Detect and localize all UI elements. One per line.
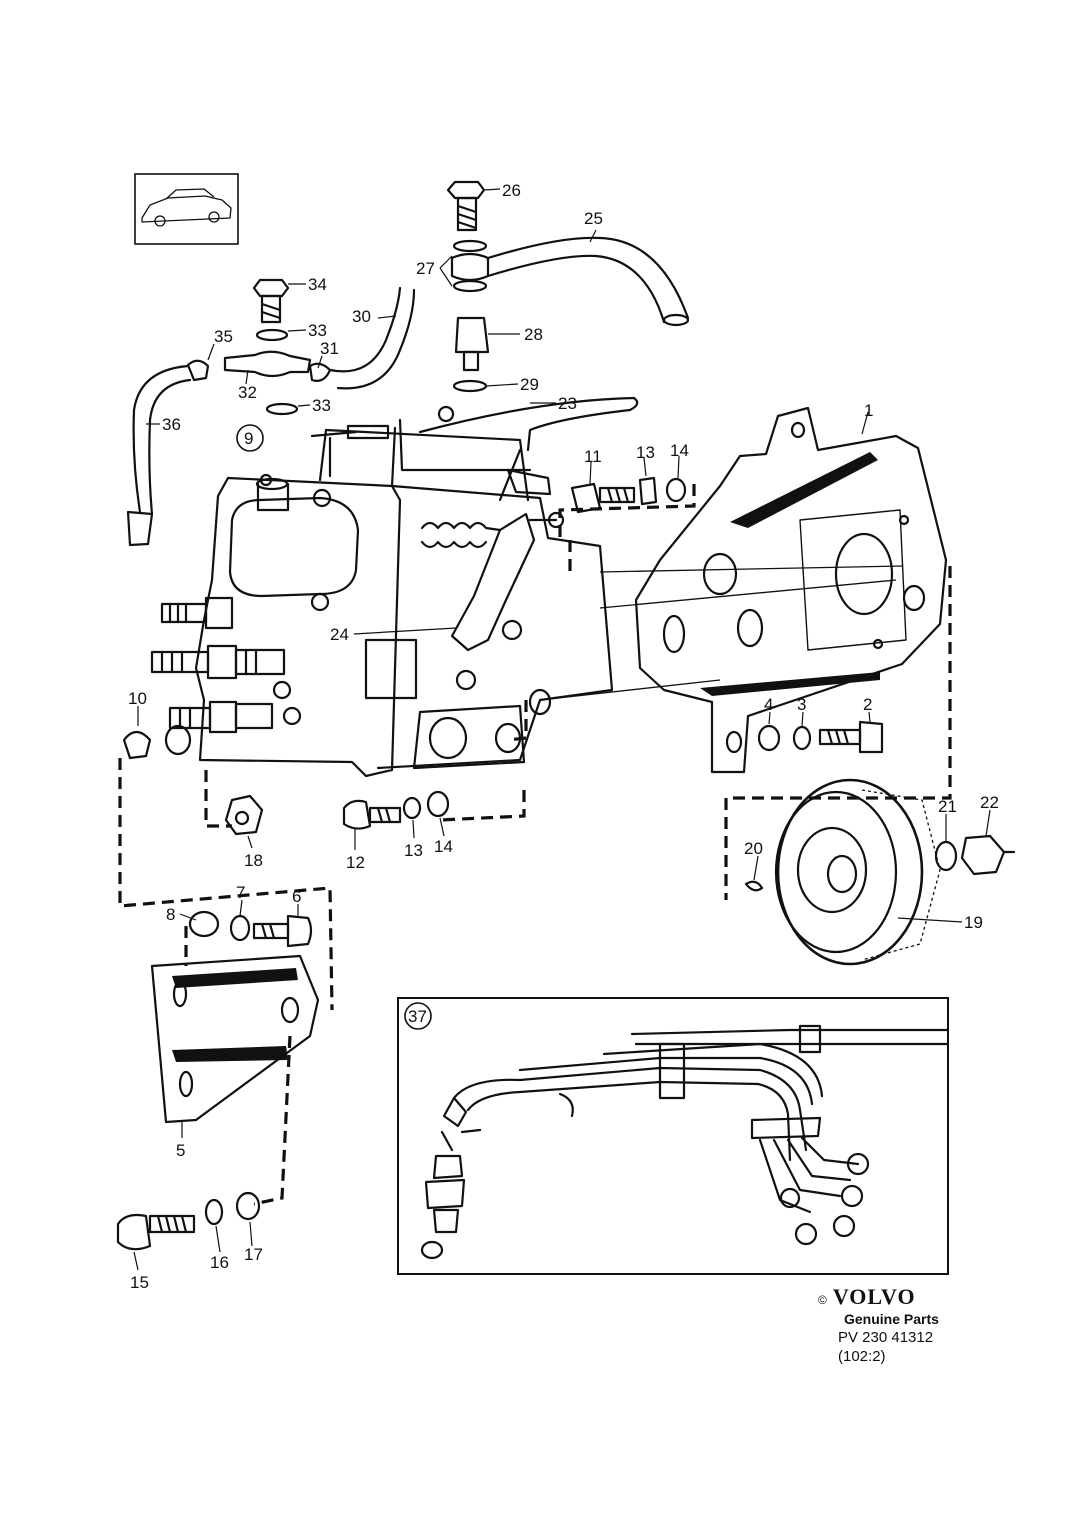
callout-33a: 33 (308, 321, 327, 340)
callout-28: 28 (524, 325, 543, 344)
callout-31: 31 (320, 339, 339, 358)
callout-4: 4 (764, 695, 773, 714)
brand-line: © VOLVO (818, 1284, 978, 1310)
callout-35: 35 (214, 327, 233, 346)
callout-37: 37 (408, 1007, 427, 1026)
callout-14b: 14 (434, 837, 453, 856)
callout-13a: 13 (636, 443, 655, 462)
callout-14a: 14 (670, 441, 689, 460)
callout-17: 17 (244, 1245, 263, 1264)
callout-leaders (133, 188, 991, 1271)
callout-36: 36 (162, 415, 181, 434)
callout-7: 7 (236, 883, 245, 902)
callout-33b: 33 (312, 396, 331, 415)
callout-2: 2 (863, 695, 872, 714)
mounting-bracket-1 (634, 406, 948, 774)
injection-pump-body (150, 405, 614, 778)
callout-8: 8 (166, 905, 175, 924)
callout-21: 21 (938, 797, 957, 816)
callout-5: 5 (176, 1141, 185, 1160)
callout-20: 20 (744, 839, 763, 858)
part-number: PV 230 41312 (838, 1329, 934, 1346)
callout-32: 32 (238, 383, 257, 402)
callout-27: 27 (416, 259, 435, 278)
callout-6: 6 (292, 887, 301, 906)
callout-13b: 13 (404, 841, 423, 860)
copyright-mark: © (818, 1292, 827, 1307)
vehicle-thumbnail (134, 173, 239, 245)
callout-10: 10 (128, 689, 147, 708)
alignment-lines (118, 484, 952, 1206)
callout-18: 18 (244, 851, 263, 870)
callout-26: 26 (502, 181, 521, 200)
callout-9: 9 (244, 429, 253, 448)
callout-19: 19 (964, 913, 983, 932)
volvo-footer: © VOLVO Genuine Parts PV 230 41312 (102:2… (818, 1284, 978, 1365)
callout-34: 34 (308, 275, 327, 294)
page-reference: (102:2) (838, 1348, 886, 1365)
injection-lines-inset-37 (397, 997, 950, 1275)
callout-labels: 26 25 27 28 29 34 30 33 31 32 35 36 33 9… (128, 181, 999, 1292)
callout-15: 15 (130, 1273, 149, 1292)
callout-1: 1 (864, 401, 873, 420)
banjo-bolt-26 (446, 180, 486, 232)
callout-25: 25 (584, 209, 603, 228)
callout-30: 30 (352, 307, 371, 326)
callout-29: 29 (520, 375, 539, 394)
callout-16: 16 (210, 1253, 229, 1272)
callout-11: 11 (584, 447, 602, 466)
callout-12: 12 (346, 853, 365, 872)
callout-23: 23 (558, 394, 577, 413)
genuine-parts-label: Genuine Parts (844, 1311, 939, 1327)
callout-24: 24 (330, 625, 349, 644)
callout-3: 3 (797, 695, 806, 714)
volvo-logo: VOLVO (832, 1284, 916, 1309)
callout-22: 22 (980, 793, 999, 812)
drive-pulley-19 (774, 778, 941, 966)
